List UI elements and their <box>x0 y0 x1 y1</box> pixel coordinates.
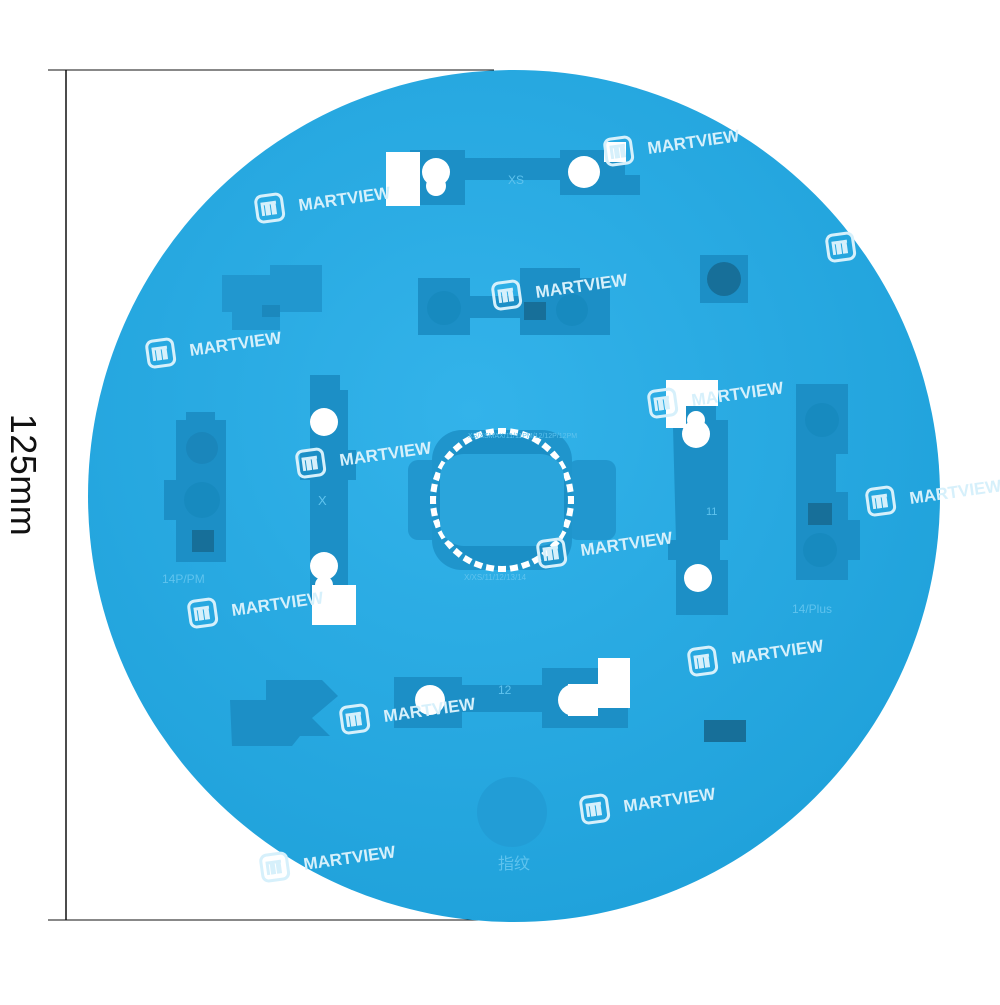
label-14-plus: 14/Plus <box>792 602 832 616</box>
upper-left-notch <box>262 305 280 317</box>
twelve-label: 12 <box>498 683 512 697</box>
label-14p-pm: 14P/PM <box>162 572 205 586</box>
dimension-label: 125mm <box>3 413 44 537</box>
gear-top-label: XS/XSMAX/11/11PM/12/12P/12PM <box>468 433 577 440</box>
upper-left-pocket <box>222 265 322 330</box>
gear-bottom-label: X/XS/11/12/13/14 <box>464 573 527 582</box>
fingerprint-label: 指纹 <box>498 855 530 873</box>
lower-right-slot <box>704 720 746 742</box>
twelve-pocket: 12 <box>394 658 630 728</box>
center-gear-pocket: XS/XSMAX/11/11PM/12/12P/12PM X/XS/11/12/… <box>408 428 616 582</box>
x-pocket: X <box>300 375 356 625</box>
xs-label: XS <box>508 173 524 187</box>
upper-right-square-pocket <box>700 255 748 303</box>
fingerprint-pocket <box>477 777 547 847</box>
lower-left-pocket <box>230 680 338 746</box>
pocket-14-plus: 14/Plus <box>792 384 860 616</box>
dimension-indicator <box>48 69 494 921</box>
eleven-label: 11 <box>706 506 717 518</box>
center-upper-pocket <box>418 268 610 335</box>
pocket-14p-pm: 14P/PM <box>162 412 226 586</box>
x-label: X <box>318 493 327 508</box>
